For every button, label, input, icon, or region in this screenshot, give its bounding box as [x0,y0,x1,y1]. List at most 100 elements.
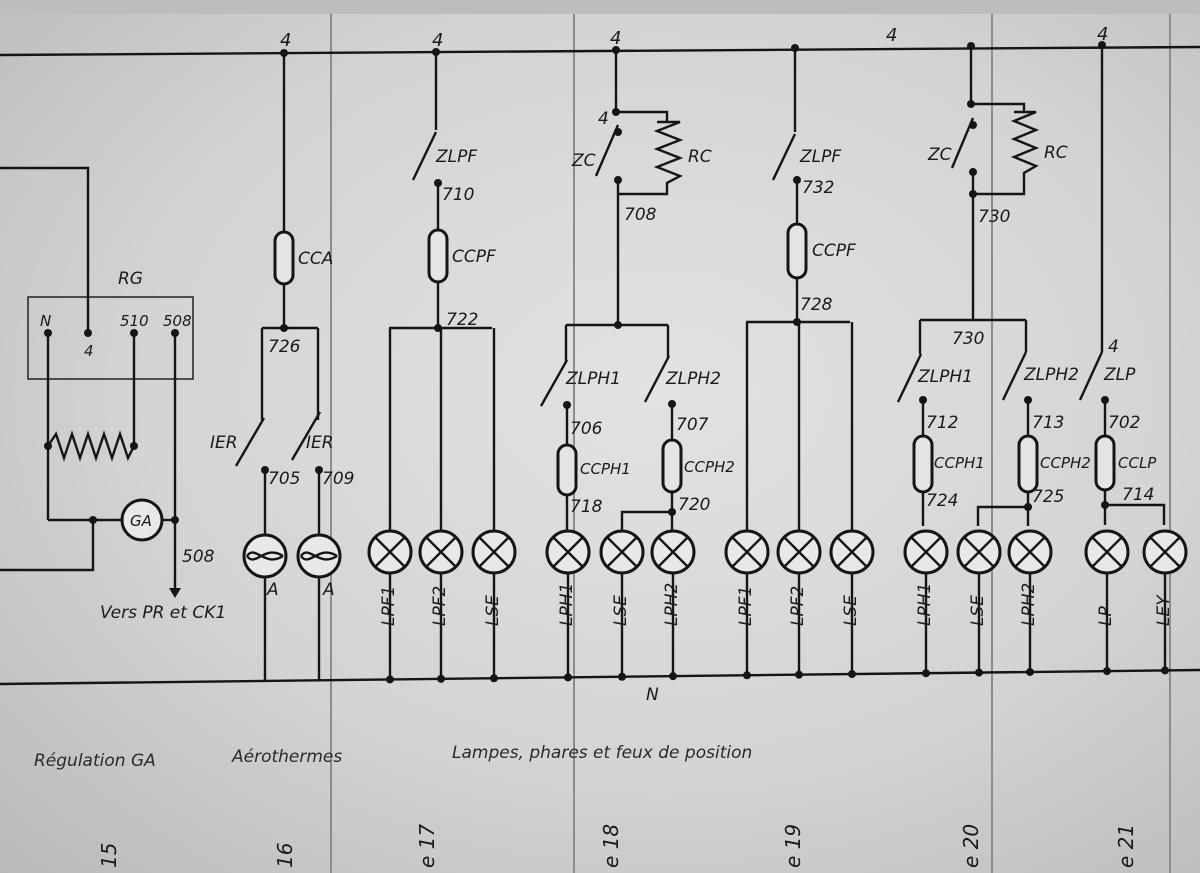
rg-terminal: 510 [120,312,149,330]
coil-cca [273,230,295,286]
coil-label: CCA [298,249,333,269]
supply-label: 4 [432,30,443,51]
switch-label: IER [210,433,238,453]
ga-label: GA [130,512,152,530]
wire-number: 710 [442,185,474,205]
switch-label: IER [306,433,334,453]
switch-zlpf [411,131,438,181]
planche-number: e 20 [959,824,983,868]
lamp: LPF1 [367,328,413,684]
circuit-18 [539,50,684,530]
labels: 4 4 4 4 4 RG N 4 510 508 GA 508 Vers PR … [34,24,1157,771]
switch-label: ZLPH2 [1023,365,1079,385]
switch-label: ZLPF [435,147,477,167]
planche-number: e 17 [415,824,439,868]
regulator-rg [0,166,194,598]
heater-label: A [266,580,279,600]
circuit-17 [389,52,492,330]
section-title: Aérothermes [231,747,342,767]
wire-number: 707 [676,415,709,435]
lamp: LPH1 [903,529,949,678]
switch-zlph1 [539,359,569,407]
wire-number: 730 [952,329,984,349]
switch-ier-a [234,417,266,467]
wire-number: 712 [926,413,958,433]
wire-number: 714 [1122,485,1154,505]
wire-number: 705 [268,469,300,489]
coil-cclp [1094,434,1116,492]
lamp: LPF1 [724,322,770,680]
node-label: 4 [598,109,609,129]
generator-ga [120,498,164,542]
coil-ccph2 [1017,434,1039,494]
wire-number: 706 [570,419,603,439]
wire-number: 725 [1032,487,1064,507]
switch-label: ZLPH1 [565,369,621,389]
rg-title: RG [118,269,143,289]
supply-label: 4 [280,30,291,51]
wire-number: 730 [978,207,1010,227]
wire-number: 726 [268,337,301,357]
planche-number: e 18 [599,824,623,868]
resistor-rc [618,120,684,196]
switch-label: ZLPH1 [917,367,973,387]
coil-ccph1 [912,434,934,494]
lamp-label: LPF2 [788,586,808,626]
coil-ccpf [786,222,808,280]
wire-number: 732 [802,178,834,198]
wire-number: 713 [1032,413,1064,433]
wire-number: 728 [800,295,833,315]
supply-label: 4 [886,25,897,46]
planche-number: 16 [273,843,297,868]
lamp-label: LSE [483,595,503,626]
resistor-label: RC [688,147,712,167]
coil-ccpf [427,228,449,284]
wire-number: 724 [926,491,958,511]
lamp: LSE [599,529,645,681]
lamp: LPF2 [418,328,464,683]
lamp: LPH2 [1007,529,1053,676]
resistor-label: RC [1044,143,1068,163]
aerothermes-circuit [234,53,342,680]
coil-label: CCPH1 [580,460,631,478]
circuit-21 [1078,45,1166,525]
neutral-label: N [646,685,659,705]
coil-label: CCLP [1118,454,1157,472]
lamp-label: LPH1 [915,583,935,626]
lamp: LPH2 [650,529,696,681]
lamp-label: LPH2 [1019,583,1039,626]
wire-number: 508 [182,547,215,567]
coil-label: CCPF [452,247,496,267]
neutral-bus [0,668,1200,686]
supply-bus [0,45,1200,57]
resistor-rc [973,110,1040,196]
lamp: LSE [956,529,1002,677]
lamp: LSE [471,328,517,683]
rg-terminal: N [40,312,51,330]
lamp: LPF2 [776,322,822,679]
planche-number: e 19 [781,824,805,868]
node-label: 4 [1108,337,1119,357]
lamp-label: LPF2 [430,586,450,626]
lamp-label: LSE [968,595,988,626]
lamp-label: LPH1 [557,583,577,626]
planche-number: 15 [97,843,121,868]
lamp: LPH1 [545,529,591,682]
switch-ier-b [290,411,322,461]
lamp-label: LPH2 [662,583,682,626]
coil-ccph1 [556,443,578,497]
lamp-label: LPF1 [736,586,756,626]
sheet-edge [0,0,1200,14]
lamp-label: LEY [1154,594,1174,626]
wire-number: 718 [570,497,603,517]
wire-number: 702 [1108,413,1140,433]
lamp-label: LPF1 [379,586,399,626]
destination-label: Vers PR et CK1 [100,603,226,623]
coil-label: CCPH1 [934,454,985,472]
coil-ccph2 [661,438,683,494]
switch-zlph1 [896,353,923,403]
